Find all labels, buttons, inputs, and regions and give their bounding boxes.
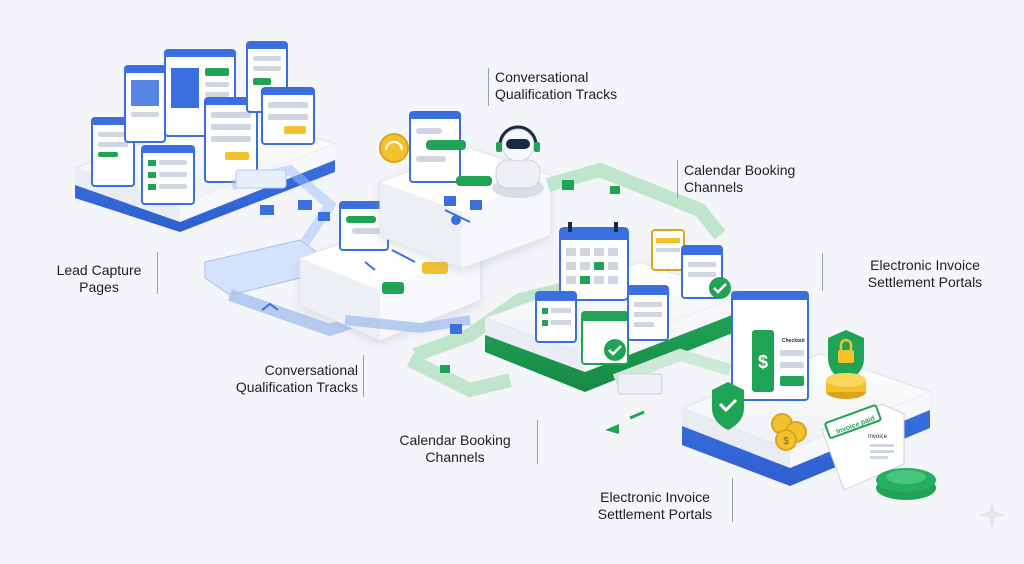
lead-page-window — [204, 97, 258, 183]
chat-window-lower — [339, 201, 389, 251]
label-invoice-top: Electronic Invoice Settlement Portals — [830, 257, 1020, 291]
label-line: Pages — [79, 279, 119, 295]
label-qualification-top: Conversational Qualification Tracks — [495, 69, 695, 103]
label-lead-capture-pages: Lead Capture Pages — [34, 262, 164, 296]
label-line: Conversational — [495, 69, 589, 85]
leader-line — [537, 420, 538, 464]
lead-page-window — [91, 117, 135, 187]
leader-line — [157, 252, 158, 294]
dollar-icon: $ — [758, 352, 768, 372]
leader-line — [822, 253, 823, 291]
label-invoice-bottom: Electronic Invoice Settlement Portals — [580, 489, 730, 523]
label-line: Lead Capture — [56, 262, 142, 278]
label-line: Qualification Tracks — [235, 379, 358, 395]
track-green-upper — [546, 162, 726, 240]
label-line: Channels — [684, 179, 744, 195]
calendar-icon — [535, 291, 577, 343]
label-line: Channels — [425, 449, 485, 465]
lead-page-window — [261, 87, 315, 145]
calendar-icon — [627, 285, 669, 341]
label-line: Settlement Portals — [867, 274, 983, 290]
receipt-printer: Invoice paid Invoice — [821, 403, 936, 500]
label-line: Qualification Tracks — [495, 86, 618, 102]
receipt-title: Invoice — [868, 434, 888, 440]
label-line: Settlement Portals — [597, 506, 713, 522]
label-line: Calendar Booking — [684, 162, 796, 178]
lead-stream — [230, 164, 337, 253]
chat-window-upper — [409, 111, 492, 186]
label-qualification-bottom: Conversational Qualification Tracks — [190, 362, 358, 396]
leader-line — [488, 68, 489, 106]
calendar-icon — [681, 245, 731, 299]
label-line: Calendar Booking — [399, 432, 511, 448]
lead-page-window — [124, 65, 166, 143]
leader-line — [363, 355, 364, 397]
track-blue-middle — [344, 315, 471, 334]
sparkle-icon — [979, 502, 1005, 528]
track-to-invoice — [605, 348, 732, 434]
label-calendar-bottom: Calendar Booking Channels — [380, 432, 530, 466]
label-calendar-top: Calendar Booking Channels — [684, 162, 844, 196]
checkout-title: Checkout — [782, 338, 805, 344]
padlock-icon — [828, 330, 864, 382]
coin-stack-icon — [826, 373, 866, 399]
calendar-icon — [581, 311, 629, 365]
headset-coin-icon — [379, 133, 409, 163]
coin-stack-icon: $ — [771, 413, 807, 451]
checkout-window: $ Checkout — [731, 291, 809, 401]
shield-check-icon — [712, 382, 744, 430]
label-line: Conversational — [264, 362, 358, 378]
label-line: Electronic Invoice — [600, 489, 710, 505]
lead-page-window — [141, 145, 195, 205]
label-line: Electronic Invoice — [870, 257, 980, 273]
leader-line — [732, 478, 733, 522]
headset-robot-icon — [492, 125, 544, 198]
calendar-icon — [559, 222, 629, 301]
calendar-icon — [651, 229, 685, 271]
leader-line — [677, 160, 678, 198]
svg-text:$: $ — [783, 436, 789, 447]
